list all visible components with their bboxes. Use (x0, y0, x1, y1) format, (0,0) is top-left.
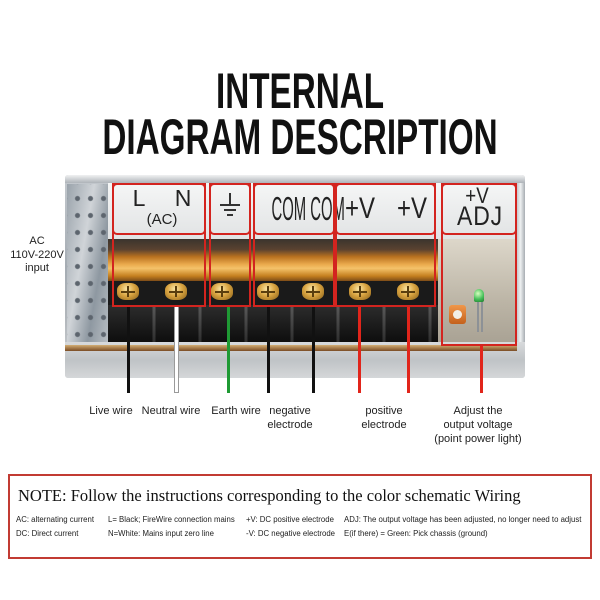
note-definition: E(if there) = Green: Pick chassis (groun… (344, 529, 488, 538)
note-definition: AC: alternating current (16, 515, 95, 524)
note-definition: ADJ: The output voltage has been adjuste… (344, 515, 582, 524)
terminal-label-positive-2: +V (396, 192, 428, 225)
case-right-edge (516, 183, 525, 343)
case-left-panel (67, 184, 108, 342)
com-label-cell (253, 183, 335, 235)
title-line-2: DIAGRAM DESCRIPTION (102, 109, 498, 165)
positive-electrode-label: positive electrode (349, 404, 419, 432)
positive-wire-2 (407, 306, 410, 393)
terminal-label-adjust: ADJ (457, 201, 503, 231)
ground-icon-stem (229, 193, 231, 204)
case-top-rim (65, 175, 525, 183)
adjust-wire (480, 346, 483, 393)
terminal-label-panel (108, 183, 516, 239)
terminal-label-l: L (132, 185, 146, 211)
adjust-voltage-label-line: Adjust the (453, 405, 503, 417)
ac-input-label-line-3: input (25, 262, 49, 274)
terminal-block (108, 305, 438, 342)
note-definition: N=White: Mains input zero line (108, 529, 214, 538)
adjust-voltage-label-line: output voltage (443, 419, 513, 431)
ac-input-label-line-1: AC (29, 235, 45, 247)
note-definition: -V: DC negative electrode (246, 529, 335, 538)
note-definition: DC: Direct current (16, 529, 79, 538)
ac-label-cell (112, 183, 206, 235)
terminal-label-n: N (174, 185, 192, 211)
live-wire-label: Live wire (89, 405, 133, 417)
adjust-voltage-label-line: (point power light) (434, 433, 522, 445)
led-leg (477, 302, 479, 332)
ground-icon-bar (224, 209, 236, 211)
terminal-screw-v-1 (349, 283, 371, 300)
led-leg (481, 302, 483, 332)
negative-wire-1 (267, 306, 270, 393)
terminal-label-positive-1: +V (344, 192, 376, 225)
pcb-edge (65, 345, 517, 351)
terminal-screw-l (117, 283, 139, 300)
terminal-screw-earth (211, 283, 233, 300)
note-definition: +V: DC positive electrode (246, 515, 334, 524)
voltage-potentiometer (449, 305, 466, 324)
positive-wire-1 (358, 306, 361, 393)
brass-terminal-strip (108, 239, 438, 281)
terminal-screw-n (165, 283, 187, 300)
negative-electrode-label: negative electrode (255, 404, 325, 432)
negative-electrode-label-line: negative (269, 405, 311, 417)
positive-electrode-label-line: positive (365, 405, 403, 417)
title-line-1: INTERNAL (215, 63, 385, 119)
terminal-screw-com-1 (257, 283, 279, 300)
power-led (474, 289, 484, 302)
ground-icon (219, 193, 241, 217)
terminal-label-adjust-top: +V (465, 183, 489, 208)
positive-label-cell (335, 183, 436, 235)
negative-electrode-label-line: electrode (267, 419, 313, 431)
terminal-label-ac: (AC) (146, 211, 178, 228)
note-box (8, 474, 592, 559)
positive-electrode-label-line: electrode (361, 419, 407, 431)
adjust-label-cell (441, 183, 517, 235)
earth-label-cell (209, 183, 251, 235)
earth-wire-label: Earth wire (211, 405, 261, 417)
live-wire (127, 306, 130, 393)
ground-icon-bar (227, 214, 233, 216)
adjust-voltage-label: Adjust the output voltage (point power l… (428, 404, 528, 446)
negative-wire-2 (312, 306, 315, 393)
power-supply-photo (65, 175, 525, 378)
neutral-wire (174, 306, 179, 393)
note-definition: L= Black; FireWire connection mains (108, 515, 235, 524)
ac-input-label: AC 110V-220V input (7, 235, 67, 276)
ac-input-label-line-2: 110V-220V (10, 248, 64, 261)
note-heading: NOTE: Follow the instructions correspond… (18, 486, 521, 505)
earth-wire (227, 306, 230, 393)
terminal-screw-v-2 (397, 283, 419, 300)
neutral-wire-label: Neutral wire (141, 405, 201, 417)
ground-icon-bar (220, 204, 240, 206)
terminal-screw-com-2 (302, 283, 324, 300)
